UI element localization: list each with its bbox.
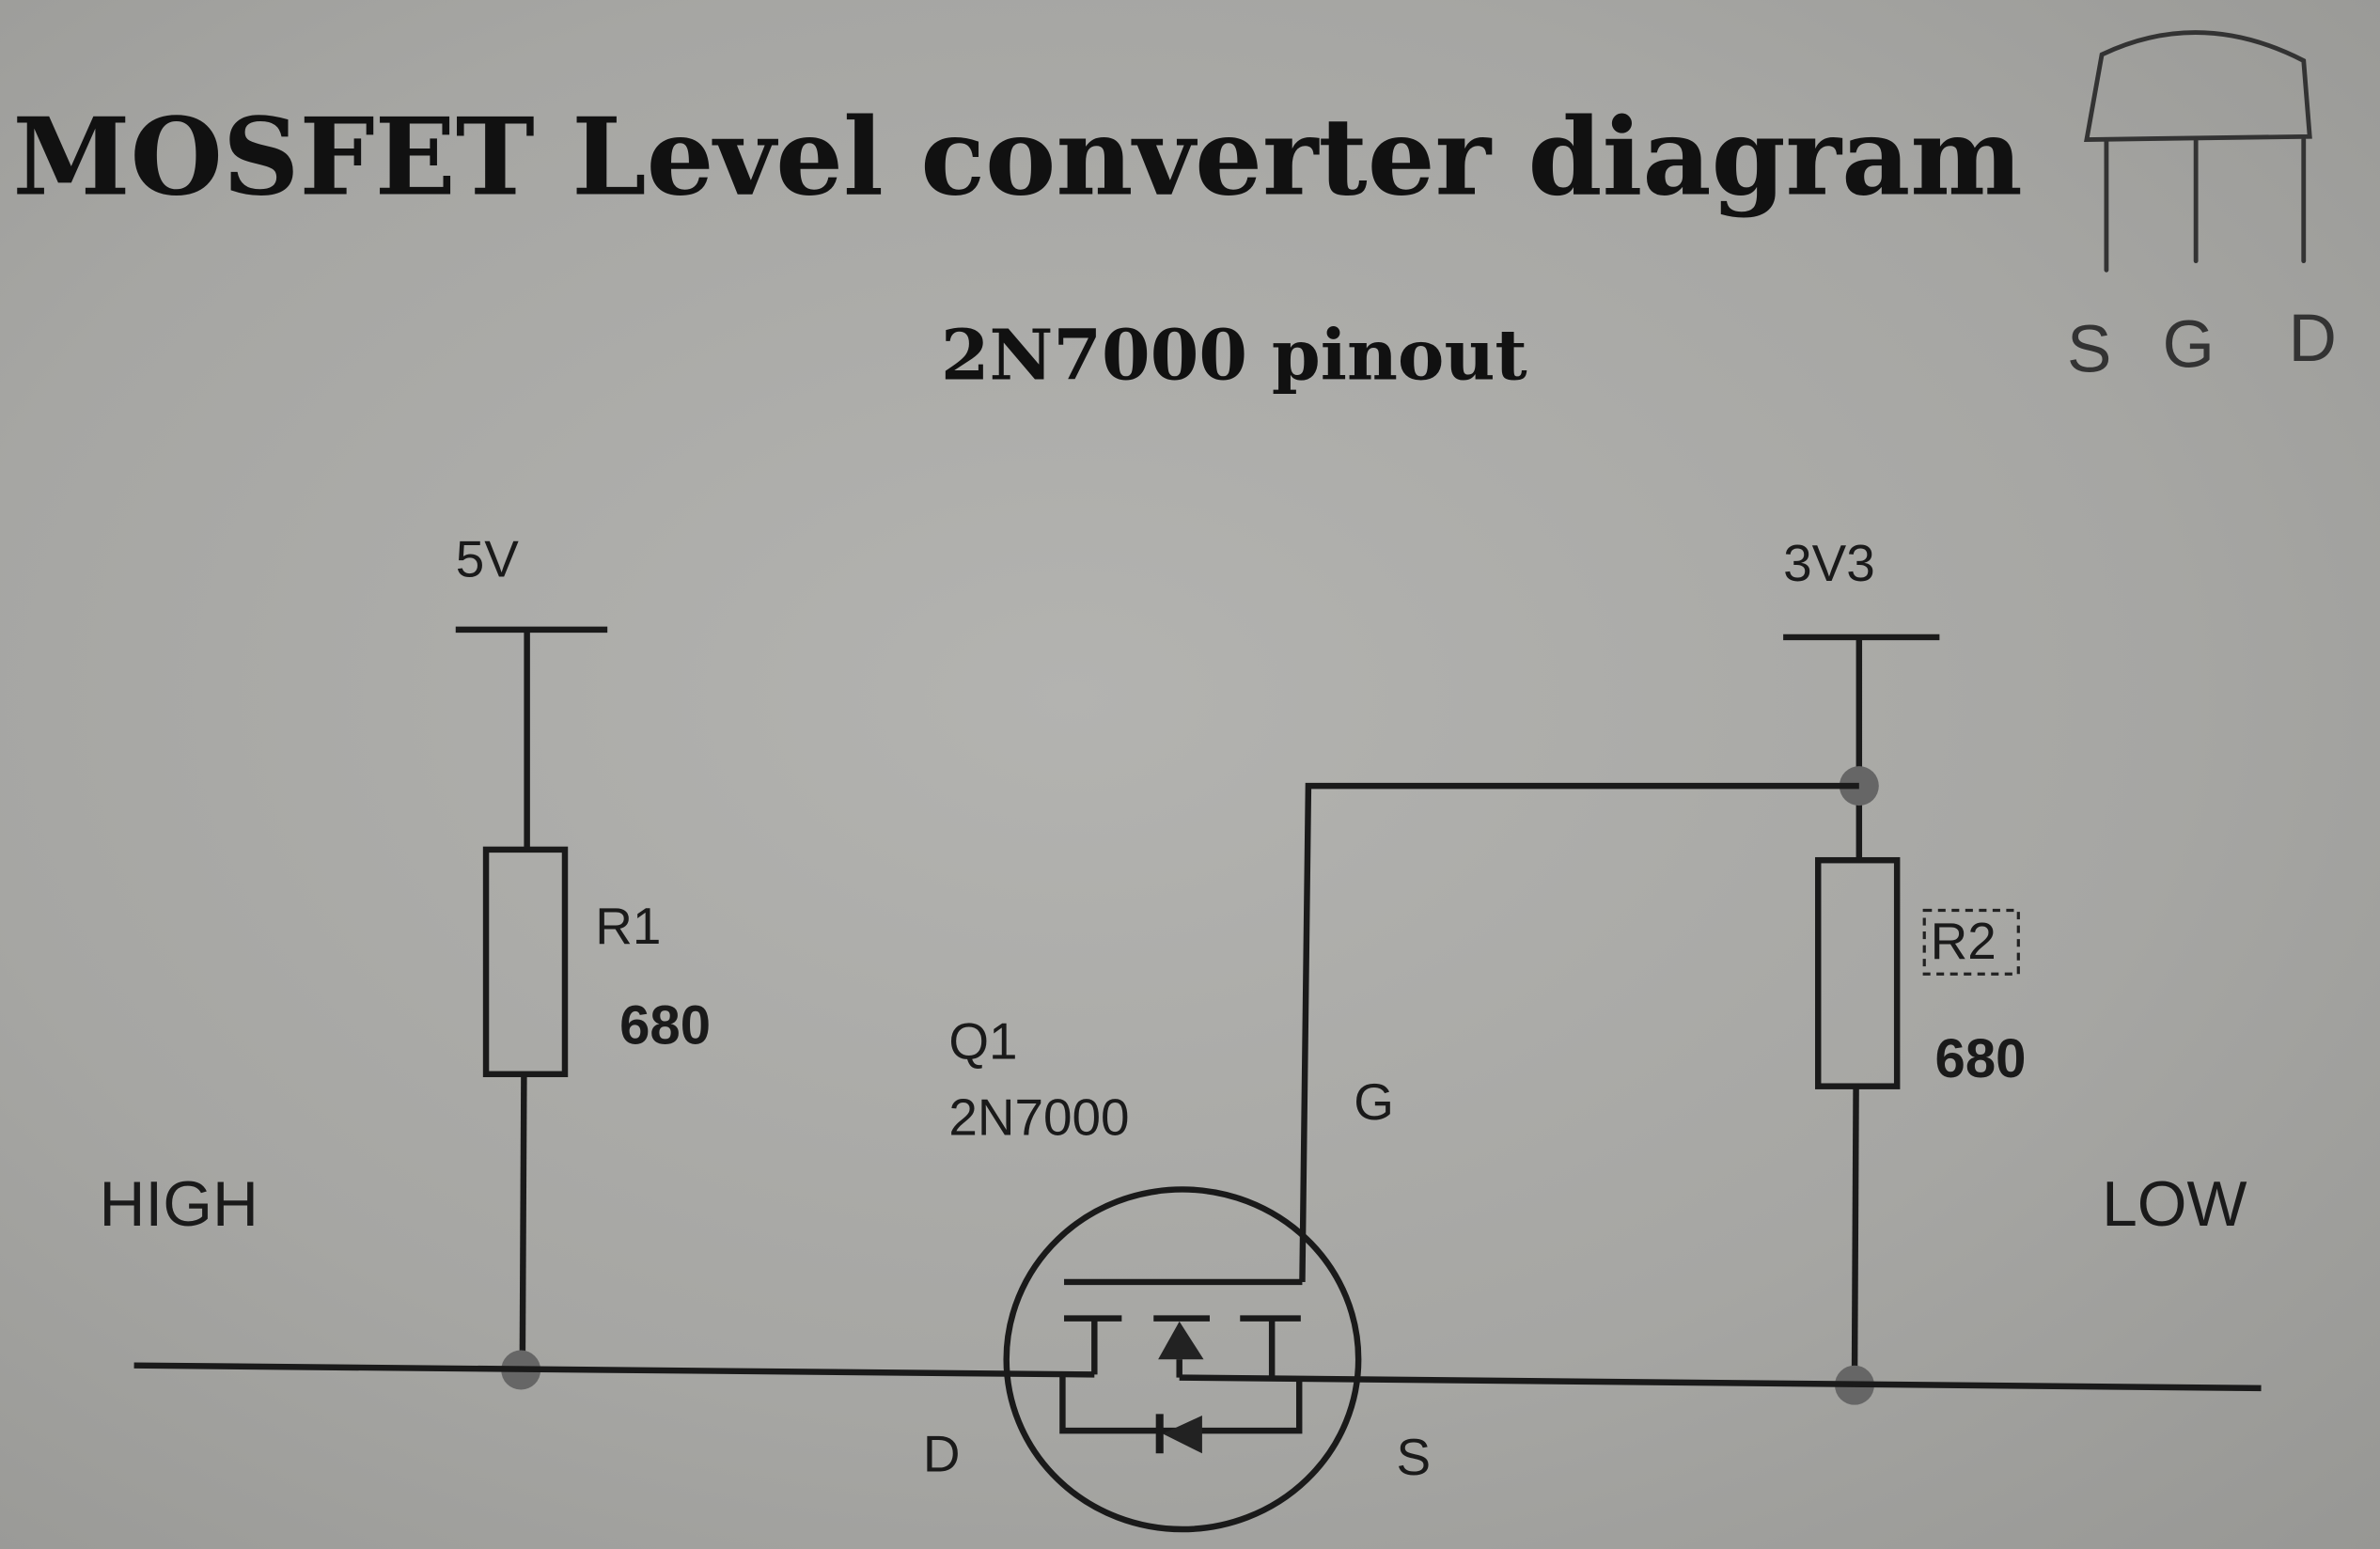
q1-part: 2N7000: [948, 1087, 1129, 1146]
high-side-line: [133, 1362, 1095, 1378]
page-title: MOSFET Level converter diagram: [12, 95, 2022, 220]
pin-label-s: S: [2067, 312, 2111, 386]
high-side-label: HIGH: [99, 1169, 258, 1240]
low-side-line: [1179, 1374, 2262, 1392]
supply-3v3-label: 3V3: [1783, 534, 1875, 592]
q1-name: Q1: [948, 1012, 1017, 1071]
resistor-r1: [482, 846, 569, 1078]
r2-name: R2: [1931, 912, 1996, 970]
r1-name: R1: [595, 897, 661, 955]
r2-value: 680: [1935, 1028, 2027, 1089]
mosfet-q1-symbol: [1003, 1186, 1362, 1533]
pin-label-d: D: [2289, 302, 2337, 376]
gate-label: G: [1354, 1072, 1394, 1131]
low-side-label: LOW: [2102, 1169, 2247, 1240]
gate-wire: [1299, 782, 1859, 1282]
drain-label: D: [923, 1425, 961, 1483]
resistor-r2: [1815, 856, 1901, 1089]
pinout-heading: 2N7000 pinout: [941, 314, 1527, 397]
r2-selection-box: [1922, 908, 2020, 976]
wire: [1851, 1086, 1859, 1385]
source-label: S: [1397, 1428, 1432, 1486]
r1-value: 680: [619, 995, 711, 1056]
wire: [519, 1073, 527, 1370]
pin-label-g: G: [2163, 308, 2215, 383]
supply-5v-label: 5V: [456, 529, 520, 587]
to92-package-sketch: [2084, 30, 2312, 273]
